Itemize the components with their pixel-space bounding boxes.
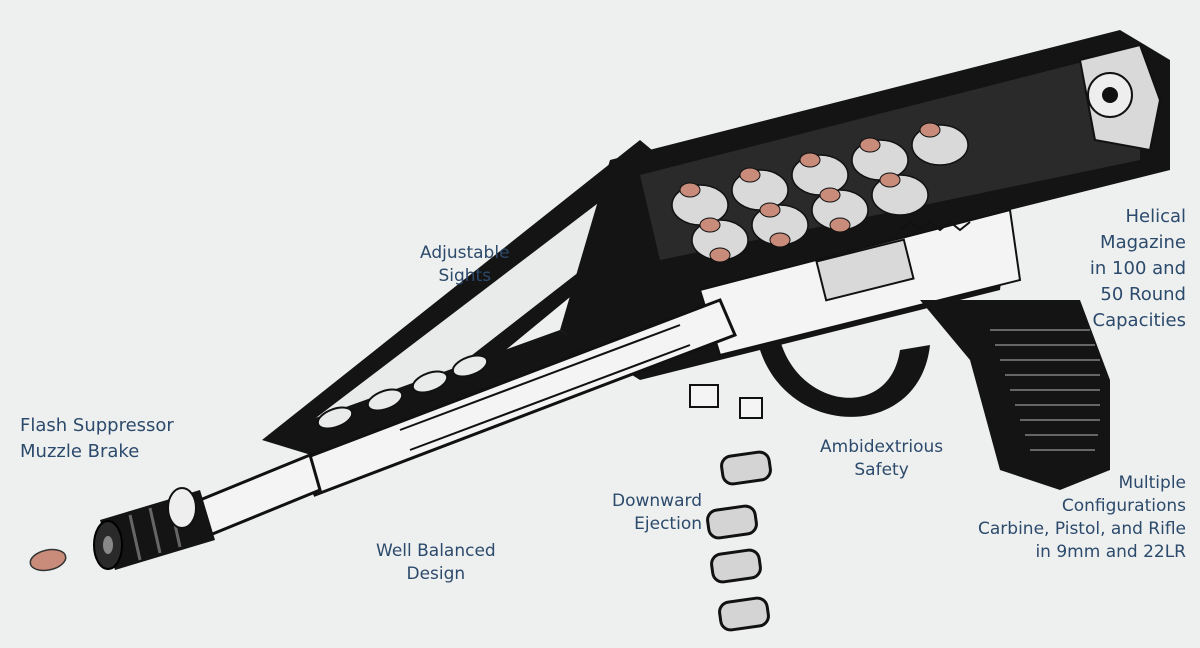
- label-helical-magazine-line-1: Helical: [1125, 206, 1186, 227]
- label-well-balanced: Well Balanced Design: [376, 540, 496, 586]
- label-multiple-configurations-line-1: Multiple: [1118, 473, 1186, 493]
- loose-bullet: [29, 548, 67, 572]
- label-well-balanced-line-1: Well Balanced: [376, 541, 496, 561]
- barrel: [198, 298, 737, 538]
- label-ambidextrious-safety: Ambidextrious Safety: [820, 436, 943, 482]
- label-well-balanced-line-2: Design: [406, 564, 466, 584]
- label-downward-ejection-line-1: Downward: [612, 491, 702, 511]
- trigger-grip: [689, 300, 1110, 490]
- label-downward-ejection: Downward Ejection: [580, 490, 702, 536]
- label-helical-magazine-line-5: Capacities: [1092, 310, 1186, 331]
- label-ambidextrious-safety-line-2: Safety: [854, 460, 909, 480]
- label-multiple-configurations-line-3: Carbine, Pistol, and Rifle: [978, 519, 1186, 539]
- label-downward-ejection-line-2: Ejection: [634, 514, 702, 534]
- label-flash-suppressor: Flash Suppressor Muzzle Brake: [20, 413, 174, 465]
- label-adjustable-sights-line-1: Adjustable: [420, 243, 510, 263]
- label-flash-suppressor-line-2: Muzzle Brake: [20, 441, 140, 462]
- label-flash-suppressor-line-1: Flash Suppressor: [20, 415, 174, 436]
- label-multiple-configurations-line-2: Configurations: [1061, 496, 1186, 516]
- label-adjustable-sights-line-2: Sights: [438, 266, 492, 286]
- label-helical-magazine: Helical Magazine in 100 and 50 Round Cap…: [1090, 204, 1186, 334]
- stock-frame: [262, 140, 700, 470]
- label-adjustable-sights: Adjustable Sights: [420, 242, 510, 288]
- label-helical-magazine-line-4: 50 Round: [1100, 284, 1186, 305]
- label-ambidextrious-safety-line-1: Ambidextrious: [820, 437, 944, 457]
- ejected-casings: [706, 450, 772, 632]
- label-multiple-configurations-line-4: in 9mm and 22LR: [1035, 542, 1186, 562]
- label-helical-magazine-line-2: Magazine: [1100, 232, 1186, 253]
- muzzle-brake: [93, 487, 215, 570]
- label-helical-magazine-line-3: in 100 and: [1089, 258, 1186, 279]
- label-multiple-configurations: Multiple Configurations Carbine, Pistol,…: [978, 472, 1186, 564]
- helical-magazine: [671, 43, 1162, 263]
